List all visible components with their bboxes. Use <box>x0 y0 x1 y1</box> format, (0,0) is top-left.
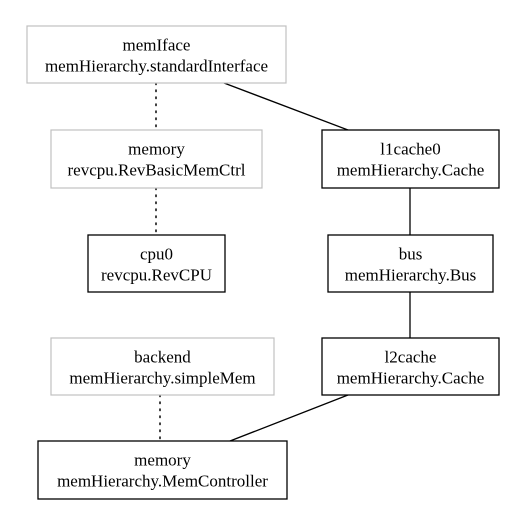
node-memiface-type: memHierarchy.standardInterface <box>45 57 268 76</box>
edge-l2cache-memory-controller <box>229 394 349 442</box>
node-l1cache0-name: l1cache0 <box>380 140 440 159</box>
node-l2cache-type: memHierarchy.Cache <box>337 369 485 388</box>
node-cpu0-name: cpu0 <box>140 245 173 264</box>
node-memory-ctrl-box <box>50 129 263 189</box>
node-cpu0-type: revcpu.RevCPU <box>101 266 212 285</box>
node-memory-controller-name: memory <box>134 451 191 470</box>
node-memory-ctrl-name: memory <box>128 140 185 159</box>
node-cpu0-box <box>87 234 226 293</box>
node-backend[interactable]: backend memHierarchy.simpleMem <box>50 337 275 396</box>
node-memiface[interactable]: memIface memHierarchy.standardInterface <box>26 25 287 84</box>
node-backend-box <box>50 337 275 396</box>
edge-memiface-l1cache0 <box>223 82 349 131</box>
node-memory-controller-box <box>37 440 288 500</box>
node-memiface-box <box>26 25 287 84</box>
node-memory-controller-type: memHierarchy.MemController <box>57 472 268 491</box>
node-l2cache-box <box>321 337 500 396</box>
node-l1cache0[interactable]: l1cache0 memHierarchy.Cache <box>321 129 500 189</box>
node-backend-type: memHierarchy.simpleMem <box>69 369 255 388</box>
node-memory-ctrl-type: revcpu.RevBasicMemCtrl <box>68 161 246 180</box>
node-bus-name: bus <box>399 245 423 264</box>
node-memory-ctrl[interactable]: memory revcpu.RevBasicMemCtrl <box>50 129 263 189</box>
node-backend-name: backend <box>134 348 191 367</box>
node-l1cache0-box <box>321 129 500 189</box>
node-l2cache-name: l2cache <box>385 348 437 367</box>
node-memiface-name: memIface <box>123 36 191 55</box>
node-bus[interactable]: bus memHierarchy.Bus <box>327 234 494 293</box>
node-bus-box <box>327 234 494 293</box>
node-l1cache0-type: memHierarchy.Cache <box>337 161 485 180</box>
node-l2cache[interactable]: l2cache memHierarchy.Cache <box>321 337 500 396</box>
node-bus-type: memHierarchy.Bus <box>345 266 477 285</box>
node-cpu0[interactable]: cpu0 revcpu.RevCPU <box>87 234 226 293</box>
node-memory-controller[interactable]: memory memHierarchy.MemController <box>37 440 288 500</box>
